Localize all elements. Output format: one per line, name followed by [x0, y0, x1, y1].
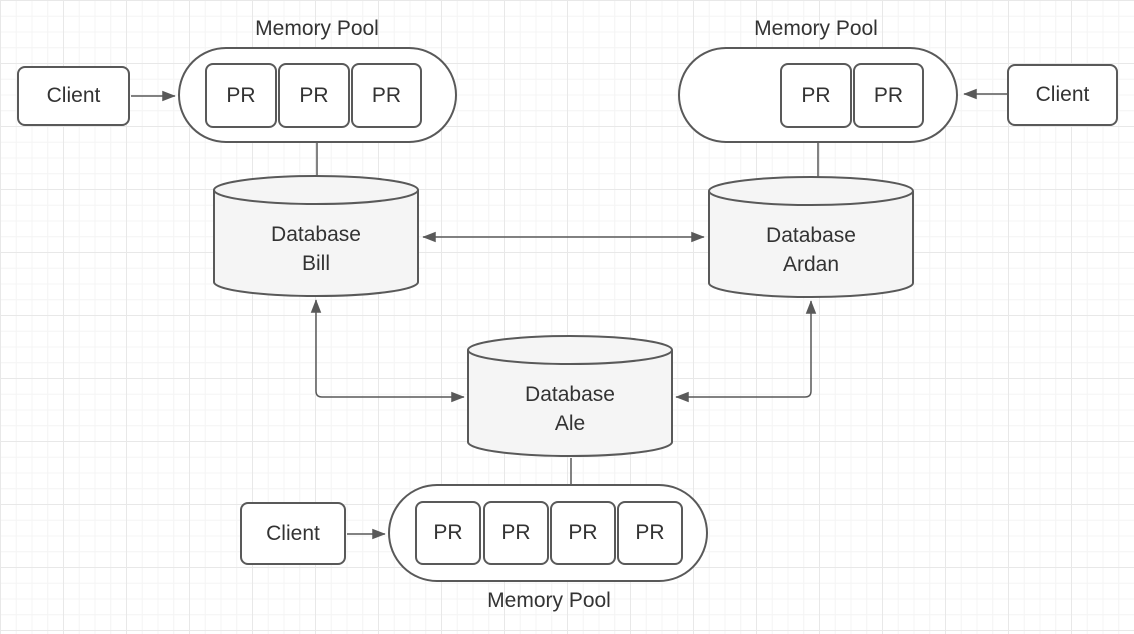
cylinder-shape [213, 175, 419, 297]
database-bill: Database Bill [212, 174, 420, 298]
edge-database-ardan-database-ale-double-arrow [675, 300, 817, 403]
database-name-line1: Database [525, 383, 615, 406]
database-ale: Database Ale [466, 334, 674, 458]
memory-pool-top-right-label: Memory Pool [754, 17, 878, 40]
pr-slot: PR [550, 501, 616, 565]
memory-pool-bottom-label: Memory Pool [487, 589, 611, 612]
database-ardan-label: Database Ardan [707, 175, 915, 299]
memory-pool-top-left-label: Memory Pool [255, 17, 379, 40]
pr-slot: PR [278, 63, 350, 128]
pr-slot: PR [205, 63, 277, 128]
database-name-line2: Ardan [782, 253, 840, 276]
database-name-line2: Ale [554, 412, 586, 435]
client-top-left: Client [17, 66, 130, 126]
database-name-line2: Bill [301, 252, 330, 275]
database-ale-label: Database Ale [466, 334, 674, 458]
edge-database-bill-database-ale-double-arrow [310, 299, 465, 403]
pr-slot: PR [483, 501, 549, 565]
database-name-line1: Database [271, 223, 361, 246]
database-ardan: Database Ardan [707, 175, 915, 299]
pr-slot: PR [415, 501, 481, 565]
pr-slot: PR [351, 63, 422, 128]
database-name-line1: Database [766, 224, 856, 247]
cylinder-shape [708, 176, 914, 298]
pr-slot: PR [617, 501, 683, 565]
pr-slot: PR [853, 63, 924, 128]
cylinder-shape [467, 335, 673, 457]
client-top-right: Client [1007, 64, 1118, 126]
client-bottom: Client [240, 502, 346, 565]
pr-slot: PR [780, 63, 852, 128]
database-bill-label: Database Bill [212, 174, 420, 298]
